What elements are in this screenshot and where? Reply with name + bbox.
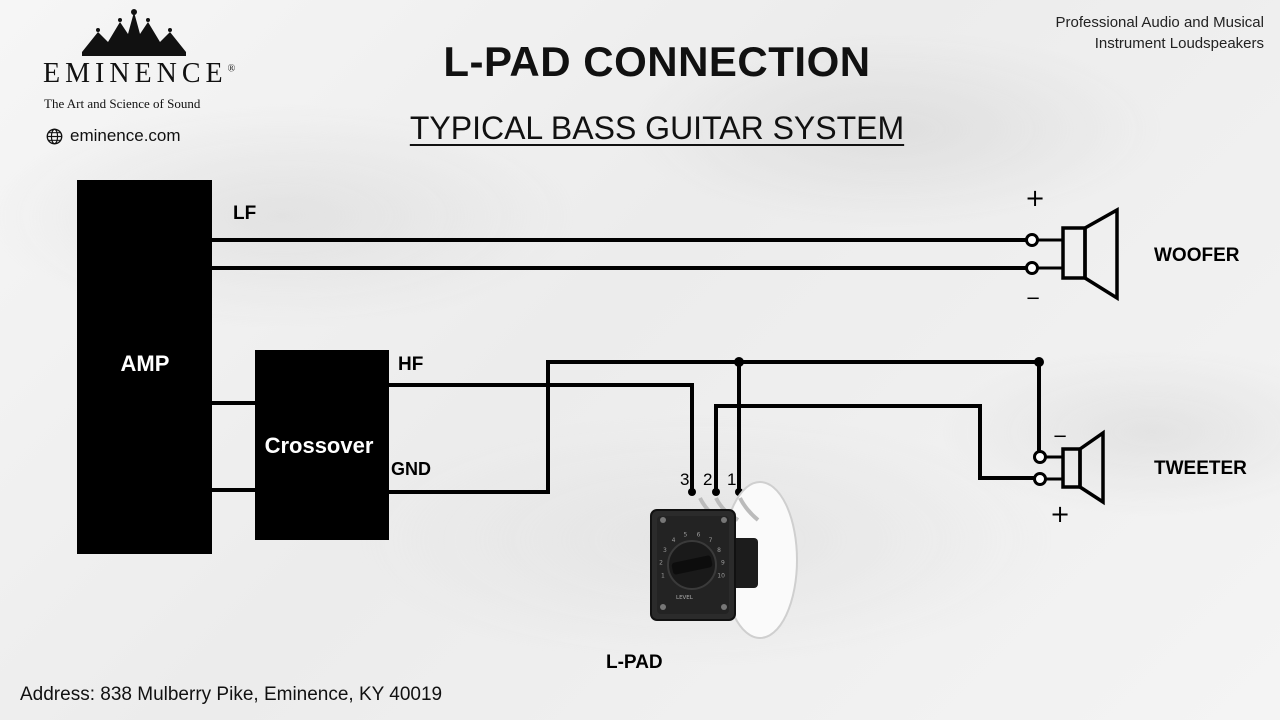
tagline-line-1: Professional Audio and Musical bbox=[1055, 14, 1264, 31]
gnd-wire bbox=[386, 360, 1041, 494]
dial-number: 9 bbox=[721, 560, 725, 567]
crown-logo-icon bbox=[82, 9, 186, 56]
crossover-label: Crossover bbox=[265, 433, 374, 458]
dial-number: 8 bbox=[717, 547, 721, 554]
dial-number: 1 bbox=[661, 573, 665, 580]
terminal-2-label: 2 bbox=[703, 470, 712, 489]
amp-label: AMP bbox=[121, 351, 170, 376]
terminal-3-dot bbox=[688, 488, 696, 496]
lf-label: LF bbox=[233, 203, 256, 224]
header-tagline: Professional Audio and Musical Instrumen… bbox=[1056, 12, 1264, 54]
lpad-device-image bbox=[650, 481, 798, 639]
dial-number: 10 bbox=[717, 573, 725, 580]
terminal-1-dot bbox=[735, 488, 743, 496]
gnd-label: GND bbox=[391, 459, 431, 479]
woofer-speaker-icon bbox=[1061, 207, 1119, 302]
tweeter-terminal-negative bbox=[1033, 450, 1047, 464]
dial-number: 6 bbox=[697, 532, 701, 539]
brand-tagline: The Art and Science of Sound bbox=[44, 96, 201, 111]
lpad-dial-text: LEVEL bbox=[676, 595, 694, 601]
footer-address: Address: 838 Mulberry Pike, Eminence, KY… bbox=[20, 684, 443, 705]
junction-dot bbox=[1034, 357, 1044, 367]
crossover-block bbox=[255, 350, 389, 540]
hf-label: HF bbox=[398, 354, 423, 375]
terminal-3-label: 3 bbox=[680, 470, 689, 489]
dial-number: 5 bbox=[683, 532, 687, 539]
website-link[interactable]: eminence.com bbox=[46, 126, 181, 146]
subtitle-text: TYPICAL BASS GUITAR SYSTEM bbox=[409, 110, 905, 146]
dial-number: 4 bbox=[672, 537, 676, 544]
brand-name: EMINENCE bbox=[43, 58, 228, 89]
terminal-1-label: 1 bbox=[727, 470, 736, 489]
dial-number: 3 bbox=[663, 547, 667, 554]
lpad-label: L-PAD bbox=[606, 652, 663, 673]
website-text[interactable]: eminence.com bbox=[70, 126, 181, 145]
hf-wire bbox=[386, 383, 694, 492]
woofer-minus-sign: − bbox=[1025, 288, 1040, 309]
dial-number: 7 bbox=[709, 537, 713, 544]
tweeter-minus-sign: − bbox=[1052, 426, 1067, 447]
woofer-terminal-negative bbox=[1025, 261, 1039, 275]
amp-block bbox=[77, 180, 212, 554]
page-title: L-PAD CONNECTION bbox=[443, 38, 871, 85]
tagline-line-2: Instrument Loudspeakers bbox=[1094, 35, 1264, 52]
terminal-2-dot bbox=[712, 488, 720, 496]
tweeter-speaker-icon bbox=[1061, 429, 1105, 506]
junction-dot bbox=[734, 357, 744, 367]
tweeter-terminal-positive bbox=[1033, 472, 1047, 486]
tweeter-label: TWEETER bbox=[1154, 458, 1247, 479]
globe-icon bbox=[46, 128, 63, 144]
page-subtitle: TYPICAL BASS GUITAR SYSTEM bbox=[0, 110, 1280, 147]
woofer-plus-sign: + bbox=[1025, 184, 1045, 212]
woofer-label: WOOFER bbox=[1154, 245, 1240, 266]
dial-number: 2 bbox=[659, 560, 663, 567]
woofer-terminal-positive bbox=[1025, 233, 1039, 247]
brand-wordmark: EMINENCE® bbox=[43, 58, 235, 90]
terminal-2-wire bbox=[714, 404, 1040, 492]
tweeter-plus-sign: + bbox=[1050, 500, 1070, 528]
registered-mark: ® bbox=[227, 63, 236, 75]
